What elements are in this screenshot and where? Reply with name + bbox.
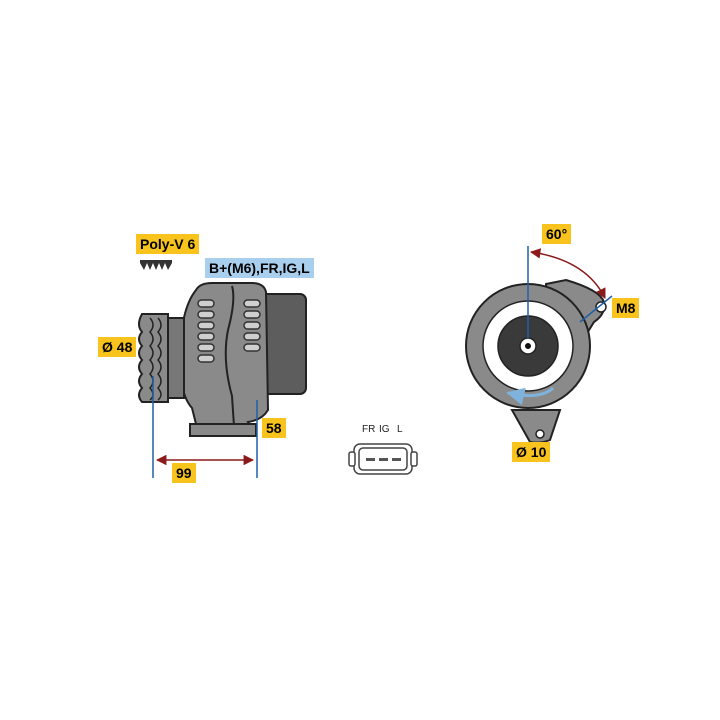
connector-pin-fr-label: FR xyxy=(362,424,376,435)
poly-v-belt-icon xyxy=(140,260,172,270)
front-dimensions xyxy=(527,246,613,338)
pulley xyxy=(138,313,185,403)
alternator-front-view xyxy=(465,278,607,444)
angle-label: 60° xyxy=(542,224,572,244)
depth-dimension-label: 58 xyxy=(262,418,286,438)
mount-thread-label: M8 xyxy=(612,298,640,318)
hole-diameter-label: Ø 10 xyxy=(512,442,551,462)
alternator-side-view xyxy=(138,260,307,437)
terminals-label: B+(M6),FR,IG,L xyxy=(205,258,314,278)
length-dimension-label: 99 xyxy=(172,463,196,483)
side-dimensions xyxy=(152,376,258,478)
rotation-direction-arrow xyxy=(506,386,555,406)
pulley-diameter-label: Ø 48 xyxy=(98,337,137,357)
connector-pin-ig-label: IG xyxy=(379,424,390,435)
poly-v-label: Poly-V 6 xyxy=(136,234,200,254)
connector-pin-l-label: L xyxy=(397,424,403,435)
connector-plug xyxy=(348,443,418,475)
